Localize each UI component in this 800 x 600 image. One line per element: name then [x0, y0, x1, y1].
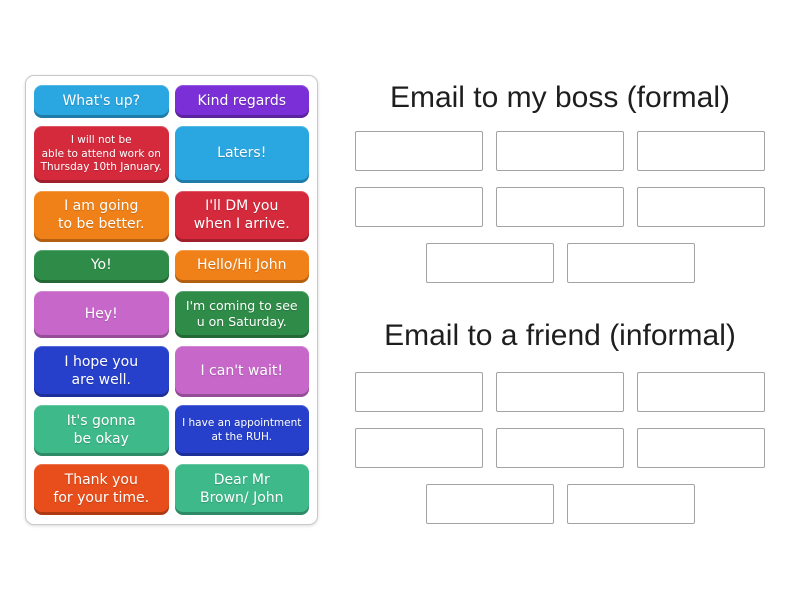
- word-tile-label: able to attend work on: [41, 147, 161, 160]
- word-tile-label: Hey!: [84, 305, 118, 322]
- word-tile-label: are well.: [71, 371, 131, 388]
- drop-slot[interactable]: [637, 131, 765, 171]
- word-tile-label: Dear Mr: [213, 471, 270, 488]
- word-tile-label: What's up?: [62, 92, 141, 109]
- drop-slot[interactable]: [496, 187, 624, 227]
- slot-rows: [355, 372, 765, 524]
- word-tile-label: at the RUH.: [211, 430, 273, 443]
- word-tile[interactable]: Hey!: [34, 290, 169, 339]
- category-title: Email to my boss (formal): [389, 81, 731, 114]
- slot-row: [355, 372, 765, 412]
- word-tile-label: I'm coming to see: [185, 298, 298, 314]
- drop-slot[interactable]: [566, 484, 695, 524]
- slot-row: [425, 484, 695, 524]
- word-tile[interactable]: Kind regards: [174, 85, 309, 119]
- word-tile-label: It's gonna: [66, 412, 136, 429]
- word-tile-label: I have an appointment: [182, 416, 302, 429]
- word-tile[interactable]: I can't wait!: [174, 346, 309, 398]
- word-tile-label: I'll DM you: [205, 198, 279, 215]
- word-tile[interactable]: What's up?: [34, 85, 169, 119]
- drop-slot[interactable]: [566, 243, 695, 283]
- word-tile-label: Hello/Hi John: [196, 257, 287, 274]
- drop-slot[interactable]: [637, 428, 765, 468]
- word-tile-label: I am going: [64, 198, 139, 215]
- drop-slot[interactable]: [496, 372, 624, 412]
- word-tile-label: u on Saturday.: [196, 314, 287, 330]
- drop-slot[interactable]: [355, 428, 483, 468]
- drop-slot[interactable]: [425, 243, 554, 283]
- word-tile-label: Thursday 10th January.: [40, 161, 162, 174]
- word-tile-label: Thank you: [64, 471, 138, 488]
- slot-row: [425, 243, 695, 283]
- drop-slot[interactable]: [496, 131, 624, 171]
- word-tile-label: be okay: [73, 430, 129, 447]
- drop-slot[interactable]: [355, 131, 483, 171]
- word-tile-label: I hope you: [64, 353, 139, 370]
- word-tile-label: Yo!: [90, 257, 112, 274]
- slot-row: [355, 131, 765, 171]
- word-tile-label: when I arrive.: [193, 216, 290, 233]
- drop-slot[interactable]: [355, 187, 483, 227]
- word-tile-label: Brown/ John: [199, 489, 284, 506]
- slot-row: [355, 187, 765, 227]
- word-tile[interactable]: Hello/Hi John: [174, 249, 309, 283]
- drop-slot[interactable]: [637, 187, 765, 227]
- word-tile-label: I can't wait!: [200, 362, 284, 379]
- word-tile[interactable]: Laters!: [174, 126, 309, 183]
- category-title: Email to a friend (informal): [384, 319, 736, 352]
- word-tile-label: I will not be: [70, 133, 132, 146]
- category-group: Email to a friend (informal): [340, 283, 780, 524]
- word-tile-label: for your time.: [53, 489, 150, 506]
- word-tile[interactable]: Yo!: [34, 249, 169, 283]
- word-tile-label: Laters!: [217, 145, 267, 162]
- slot-rows: [355, 131, 765, 283]
- category-group: Email to my boss (formal): [340, 75, 780, 283]
- slot-row: [355, 428, 765, 468]
- word-tile-label: to be better.: [58, 216, 145, 233]
- category-area: Email to my boss (formal) Email to a frie…: [340, 75, 780, 524]
- drop-slot[interactable]: [425, 484, 554, 524]
- drop-slot[interactable]: [637, 372, 765, 412]
- drop-slot[interactable]: [355, 372, 483, 412]
- word-tile-label: Kind regards: [197, 92, 287, 109]
- drop-slot[interactable]: [496, 428, 624, 468]
